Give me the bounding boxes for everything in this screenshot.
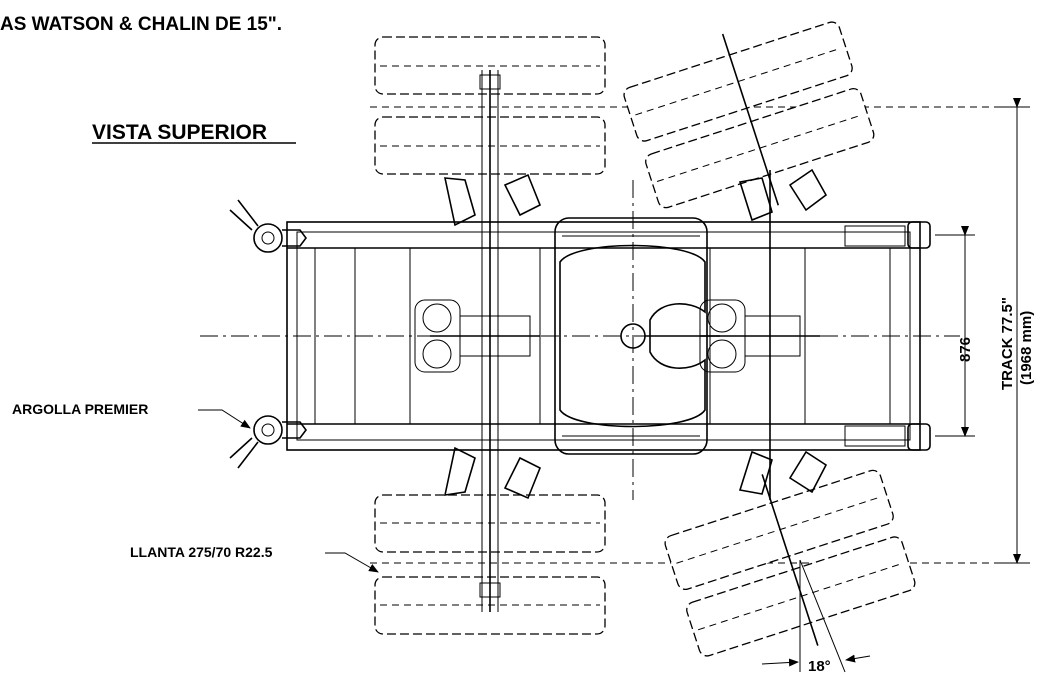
- steering-angle-dimension: [761, 559, 871, 673]
- front-upper-tires: [623, 21, 875, 209]
- tow-eye-callout: ARGOLLA PREMIER: [12, 401, 148, 417]
- track-dimension-metric: (1968 mm): [1018, 311, 1035, 385]
- tire-leader: [325, 552, 379, 573]
- steering-angle-label: 18°: [808, 658, 831, 675]
- drawing-title: AS WATSON & CHALIN DE 15".: [0, 14, 282, 35]
- tow-eye-lower: [229, 415, 307, 469]
- rear-suspension: [414, 299, 540, 373]
- track-dimension: [1000, 98, 1030, 564]
- tire-callout: LLANTA 275/70 R22.5: [130, 544, 273, 560]
- tow-eye-leader: [198, 409, 251, 429]
- inner-dimension-label: 876: [957, 337, 974, 362]
- inner-dimension: [935, 226, 975, 437]
- center-lines: [200, 75, 1030, 600]
- steering-arms: [443, 168, 828, 500]
- tow-eye-upper: [229, 199, 307, 253]
- front-suspension: [699, 170, 820, 500]
- front-lower-tires: [664, 469, 916, 657]
- view-label: VISTA SUPERIOR: [92, 121, 267, 144]
- track-dimension-label: TRACK 77.5": [999, 297, 1016, 390]
